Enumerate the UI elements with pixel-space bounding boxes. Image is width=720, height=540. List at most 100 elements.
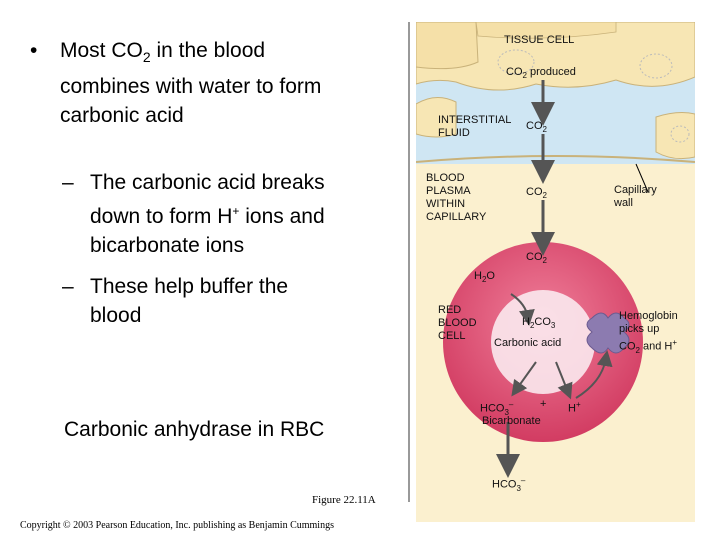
bullet1-part-b: in the blood (150, 39, 266, 62)
arrow-to-hco3 (511, 361, 537, 397)
blood-line3: WITHIN (426, 198, 466, 210)
tissue-cell-left (415, 21, 479, 70)
hb-line3b: and H (639, 340, 673, 353)
bicarbonate-label: Bicarbonate (482, 415, 541, 427)
capillary-line1: Capillary (614, 184, 657, 196)
co2-sub: 2 (542, 191, 547, 201)
co2-produced-label: CO2 produced (506, 66, 576, 82)
hco3-a: HCO (480, 402, 505, 415)
co2-produced-tail: produced (526, 66, 576, 78)
hco3-out-a: HCO (492, 478, 517, 491)
h2o-h: H (474, 270, 482, 282)
h-plus-sup: + (575, 400, 581, 409)
subbullet2-line2: blood (90, 304, 142, 327)
h-plus-label: H+ (568, 398, 581, 416)
hco3-out-label: HCO3– (492, 474, 525, 495)
subbullet2-line1: These help buffer the (90, 275, 289, 298)
hb-line1: Hemoglobin (619, 310, 678, 322)
h2o-label: H2O (474, 270, 495, 286)
tissue-cell-top-strip (475, 21, 617, 39)
rbc-line1: RED (438, 304, 462, 316)
hemoglobin-label: Hemoglobin picks up CO2 and H+ (619, 310, 678, 357)
hb-line3-sup: + (672, 338, 678, 347)
diagram-svg (415, 21, 696, 522)
blood-line4: CAPILLARY (426, 211, 487, 223)
carbonic-acid-label: Carbonic acid (494, 337, 562, 349)
figure-label: Figure 22.11A (312, 494, 376, 506)
capillary-wall-pointer (635, 163, 649, 193)
co2-a: CO (526, 120, 543, 132)
blood-line1: BLOOD (426, 172, 465, 184)
subbullet1-line1: The carbonic acid breaks (90, 171, 325, 194)
carbonic-anhydrase-note: Carbonic anhydrase in RBC (64, 418, 325, 441)
dash-marker: – (62, 171, 74, 194)
co2-rbc-label: CO2 (526, 251, 547, 267)
bullet1-part-a: Most CO (60, 39, 143, 62)
h2o-sub: 2 (481, 275, 487, 285)
rbc-line3: CELL (438, 330, 466, 342)
co2-produced-a: CO (506, 66, 523, 78)
bullet1-line2: combines with water to form (60, 75, 322, 99)
bullet-marker: • (30, 39, 38, 62)
tissue-cell-mid-left (415, 97, 457, 138)
interstitial-line1: INTERSTITIAL (438, 114, 512, 126)
bullet1-line3: carbonic acid (60, 104, 184, 128)
subbullet-breakdown: – The carbonic acid breaks down to form … (62, 168, 392, 258)
figure-divider (408, 22, 410, 502)
arrow-to-h (555, 361, 573, 400)
h2co3-sub3: 3 (550, 321, 556, 331)
subbullet-buffer: – These help buffer the blood (62, 272, 392, 332)
cell-nucleus-2 (639, 53, 673, 79)
co2-sub: 2 (542, 256, 547, 266)
rbc-line2: BLOOD (438, 317, 477, 329)
interstitial-line2: FLUID (438, 127, 470, 139)
co2-a: CO (526, 251, 543, 263)
hco3-sup: – (508, 400, 514, 409)
copyright-notice: Copyright © 2003 Pearson Education, Inc.… (20, 520, 334, 531)
co2-plasma-label: CO2 (526, 186, 547, 202)
h2co3-sub2: 2 (529, 321, 535, 331)
subbullet1-line3: bicarbonate ions (90, 234, 245, 257)
blood-plasma-label: BLOOD PLASMA WITHIN CAPILLARY (426, 172, 486, 224)
subbullet1-sup: + (232, 204, 240, 218)
arrow-h2o-join (510, 293, 535, 326)
subbullet-breakdown-text: The carbonic acid breaks down to form H+… (90, 168, 325, 260)
h2co3-h: H (522, 316, 530, 328)
hb-line3-sub: 2 (635, 345, 640, 355)
rbc-center (491, 290, 595, 394)
arrow-h-to-hemoglobin (575, 350, 613, 399)
co2-interstitial-label: CO2 (526, 120, 547, 136)
capillary-line2: wall (614, 197, 633, 209)
hb-line3a: CO (619, 340, 636, 353)
hco3-out-sup: – (520, 476, 526, 485)
bullet-text: Most CO2 in the blood combines with wate… (60, 36, 400, 130)
co2-produced-sub: 2 (522, 71, 527, 81)
rbc-label: RED BLOOD CELL (438, 304, 477, 343)
cell-nucleus-3 (670, 125, 690, 143)
dash-marker: – (62, 275, 74, 298)
subbullet1-line2a: down to form H (90, 205, 233, 228)
cell-nucleus-1 (497, 49, 535, 75)
blood-line2: PLASMA (426, 185, 471, 197)
h2co3-c: CO (534, 316, 551, 328)
tissue-cell-label: TISSUE CELL (504, 34, 575, 46)
hb-line2: picks up (619, 323, 660, 335)
plus-sign: + (540, 398, 547, 410)
h2co3-label: H2CO3 (522, 316, 555, 332)
hco3-sub: 3 (504, 407, 509, 417)
tissue-cell-top (415, 21, 696, 91)
h2o-o: O (486, 270, 495, 282)
co2-a: CO (526, 186, 543, 198)
hco3-label: HCO3– (480, 398, 513, 419)
hco3-out-sub: 3 (516, 483, 521, 493)
subbullet1-line2b: ions and (239, 205, 325, 228)
h-plus-a: H (568, 402, 576, 415)
subbullet-buffer-text: These help buffer the blood (90, 272, 288, 330)
capillary-wall-line (415, 155, 696, 163)
co2-sub: 2 (542, 125, 547, 135)
hemoglobin-shape (586, 312, 630, 354)
bullet1-subscript: 2 (142, 49, 151, 66)
